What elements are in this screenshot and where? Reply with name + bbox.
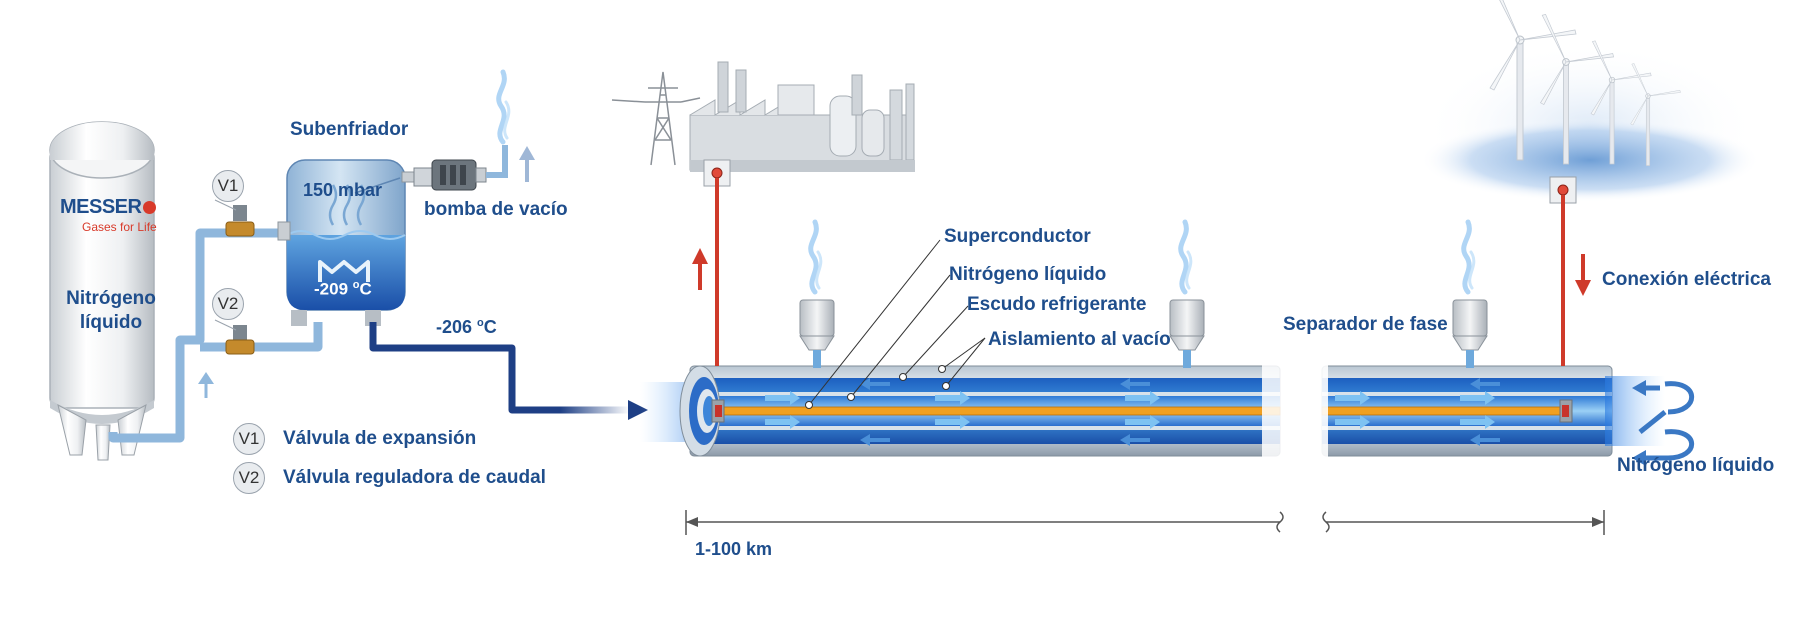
nitrogen-storage-tank (49, 121, 155, 461)
label-superconductor: Superconductor (944, 226, 1091, 247)
valve-v1-icon (225, 205, 255, 237)
cable-callout-dots (805, 365, 950, 409)
feed-line-temperature: -206 oC (436, 317, 497, 337)
subcooler-degree-sign: o (352, 279, 360, 291)
legend-v2-description: Válvula reguladora de caudal (283, 467, 546, 488)
scale-right-arrowhead (1592, 517, 1604, 527)
subcooler-title: Subenfriador (290, 119, 409, 140)
wind-connection-box (1549, 176, 1577, 204)
subcooler-temperature: -209 oC (314, 280, 372, 298)
label-electrical-connection: Conexión eléctrica (1602, 269, 1771, 290)
label-liquid-nitrogen: Nitrógeno líquido (949, 264, 1107, 285)
return-flow-arrows (860, 378, 1500, 446)
label-coolant-shield: Escudo refrigerante (967, 294, 1147, 315)
feed-degree-sign: o (477, 317, 484, 329)
label-phase-separator: Separador de fase (1283, 314, 1448, 335)
vacuum-pump-label: bomba de vacío (424, 199, 568, 220)
length-scale-label: 1-100 km (695, 539, 773, 559)
subcooler-pressure: 150 mbar (303, 180, 383, 200)
superconductor-core (711, 406, 1281, 416)
valve-v2-badge: V2 (212, 288, 244, 320)
down-arrow-icon (1575, 254, 1591, 296)
power-pylon-icon (611, 71, 701, 166)
brand-tagline: Gases for Life (82, 220, 157, 234)
subcooler-temperature-value: -209 (314, 279, 349, 299)
superconducting-cable (640, 360, 1665, 464)
heat-exchanger-coil-icon (318, 260, 370, 282)
up-arrow-icon (692, 248, 708, 290)
scale-left-arrowhead (686, 517, 698, 527)
messer-logo-icon: MESSER Gases for Life (60, 196, 172, 234)
label-return-nitrogen: Nitrógeno líquido (1617, 455, 1775, 476)
v2-leader-line (214, 319, 237, 331)
legend-v1-description: Válvula de expansión (283, 428, 477, 449)
pressure-leader-line (354, 177, 401, 194)
phase-separator-3-icon (1452, 299, 1488, 369)
legend-v1-badge: V1 (233, 423, 265, 455)
feed-temperature-unit: C (483, 317, 497, 337)
subcooler-vessel (277, 159, 415, 326)
subcooler-temperature-unit: C (359, 279, 372, 299)
return-arrowhead-2-icon (1632, 450, 1646, 466)
brand-emblem-icon (143, 201, 157, 214)
subcooled-feed-line (369, 322, 648, 420)
factory-icon (689, 61, 915, 172)
tank-label: Nitrógeno líquido (58, 287, 164, 335)
flow-arrow-icon (198, 372, 214, 384)
feed-temperature-value: -206 (436, 317, 473, 337)
offshore-wind-farm (1420, 0, 1760, 202)
return-loop-arrows (1638, 381, 1695, 461)
cable-flow-arrows (765, 391, 1495, 429)
phase-separator-1-icon (799, 299, 835, 369)
valve-v1-badge: V1 (212, 170, 244, 202)
phase-separator-2-icon (1169, 299, 1205, 369)
valve-v2-icon (225, 325, 255, 355)
separator-3-steam-icon (1464, 222, 1474, 292)
tank-label-line1: Nitrógeno (66, 288, 156, 309)
v1-leader-line (214, 199, 237, 211)
tank-label-line2: líquido (79, 311, 143, 333)
return-arrowhead-1-icon (1632, 380, 1646, 396)
separator-1-steam-icon (811, 222, 821, 292)
legend-v2-badge: V2 (233, 462, 265, 494)
label-vacuum-insulation: Aislamiento al vacío (988, 329, 1171, 350)
separator-2-steam-icon (1181, 222, 1191, 292)
cable-callout-leaders (808, 239, 986, 406)
brand-name: MESSER (60, 196, 142, 218)
vacuum-pump-icon (413, 145, 508, 191)
pump-steam-icon (499, 72, 509, 142)
length-scale (685, 510, 1605, 535)
